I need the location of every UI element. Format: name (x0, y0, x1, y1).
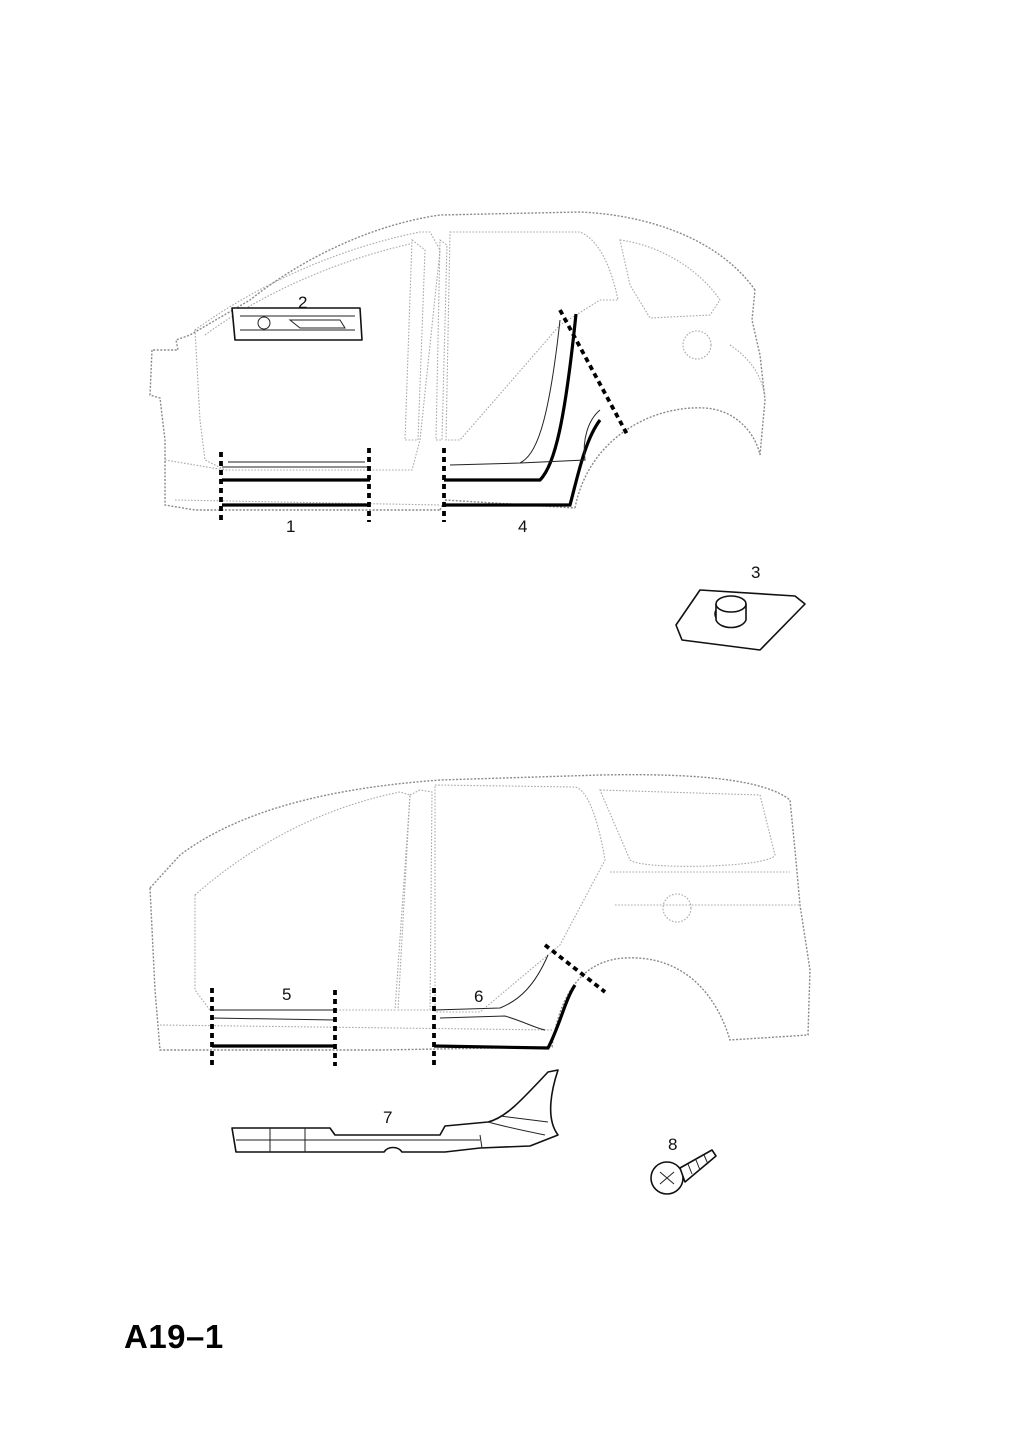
part-6-outer-sill-rear (432, 943, 607, 1066)
part-5-outer-sill-front (210, 988, 337, 1066)
part-7-sill-panel (231, 1069, 559, 1153)
callout-5: 5 (282, 985, 291, 1004)
part-3-nut-plate (675, 589, 806, 651)
body-side-lower (149, 773, 811, 1051)
body-side-upper (149, 211, 766, 511)
callout-7: 7 (383, 1108, 392, 1127)
part-8-screw (650, 1149, 717, 1195)
part-2-reinforcement (231, 307, 363, 341)
page-code: A19–1 (124, 1318, 224, 1355)
part-4-sill-rear (442, 309, 630, 522)
part-1-sill-front (219, 448, 371, 522)
callout-1: 1 (286, 517, 295, 536)
callout-3: 3 (751, 563, 760, 582)
callout-2: 2 (298, 293, 307, 312)
callout-6: 6 (474, 987, 483, 1006)
callout-4: 4 (518, 517, 527, 536)
callout-8: 8 (668, 1135, 677, 1154)
